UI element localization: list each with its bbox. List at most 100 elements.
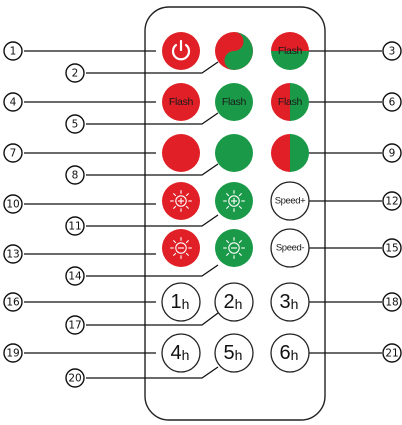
callout-number: 7 bbox=[10, 148, 17, 160]
button-face bbox=[271, 134, 309, 172]
callout-18: 18 bbox=[382, 292, 402, 312]
callout-circle bbox=[3, 194, 23, 214]
callout-number: 21 bbox=[385, 348, 398, 360]
button-face bbox=[162, 83, 200, 121]
button-label: Flash bbox=[222, 96, 247, 108]
sun-minus-icon bbox=[170, 237, 192, 259]
red-green-split-button[interactable] bbox=[271, 134, 309, 172]
callout-1: 1 bbox=[3, 41, 23, 61]
callout-number: 1 bbox=[10, 46, 17, 58]
button-face bbox=[215, 83, 253, 121]
callout-2: 2 bbox=[65, 63, 85, 83]
sun-plus-icon bbox=[223, 190, 245, 212]
timer-6h-button[interactable]: 6h bbox=[270, 333, 310, 373]
callout-number: 18 bbox=[385, 297, 398, 309]
callout-circle bbox=[382, 143, 402, 163]
callout-14: 14 bbox=[65, 266, 85, 286]
button-label: Speed- bbox=[276, 243, 304, 254]
callout-6: 6 bbox=[382, 92, 402, 112]
flash-red-button[interactable]: Flash bbox=[162, 83, 200, 121]
callout-number: 4 bbox=[10, 97, 17, 109]
callout-circle bbox=[382, 238, 402, 258]
callout-13: 13 bbox=[3, 244, 23, 264]
callout-circle bbox=[3, 244, 23, 264]
flash-alternate-button[interactable]: Flash bbox=[271, 83, 309, 121]
callout-number: 5 bbox=[72, 119, 79, 131]
leader-lines bbox=[24, 50, 382, 379]
red-brightness-down-button[interactable] bbox=[162, 229, 200, 267]
callout-11: 11 bbox=[65, 216, 85, 236]
button-label: 1h bbox=[171, 291, 190, 313]
timer-2h-button[interactable]: 2h bbox=[214, 282, 254, 322]
button-label: 5h bbox=[224, 342, 243, 364]
timer-4h-button[interactable]: 4h bbox=[161, 333, 201, 373]
callout-number: 6 bbox=[389, 97, 396, 109]
callout-number: 19 bbox=[6, 348, 19, 360]
button-label: 3h bbox=[280, 291, 299, 313]
callout-circle bbox=[382, 191, 402, 211]
callout-17: 17 bbox=[65, 315, 85, 335]
callout-number: 10 bbox=[6, 199, 19, 211]
timer-1h-button[interactable]: 1h bbox=[161, 282, 201, 322]
button-face bbox=[215, 134, 253, 172]
button-label: 6h bbox=[280, 342, 299, 364]
red-brightness-up-button[interactable] bbox=[162, 182, 200, 220]
button-face bbox=[161, 333, 201, 373]
timer-5h-button[interactable]: 5h bbox=[214, 333, 254, 373]
callout-number: 20 bbox=[68, 373, 81, 385]
callout-number: 14 bbox=[68, 271, 82, 283]
button-face bbox=[271, 32, 309, 70]
speed-up-button[interactable]: Speed+ bbox=[270, 181, 310, 221]
callout-circle bbox=[65, 114, 85, 134]
button-face bbox=[270, 282, 310, 322]
button-face bbox=[270, 228, 310, 268]
button-face bbox=[214, 282, 254, 322]
sun-minus-icon bbox=[223, 237, 245, 259]
callout-circle bbox=[65, 266, 85, 286]
callout-number: 2 bbox=[72, 68, 79, 80]
callout-number: 12 bbox=[385, 196, 398, 208]
button-face bbox=[270, 333, 310, 373]
callout-circle bbox=[3, 92, 23, 112]
button-face bbox=[162, 134, 200, 172]
callout-number: 17 bbox=[68, 320, 81, 332]
green-brightness-up-button[interactable] bbox=[215, 182, 253, 220]
callout-21: 21 bbox=[382, 343, 402, 363]
callout-circle bbox=[65, 165, 85, 185]
callout-3: 3 bbox=[382, 41, 402, 61]
red-green-button[interactable] bbox=[215, 32, 253, 70]
button-label: 4h bbox=[171, 342, 190, 364]
callout-4: 4 bbox=[3, 92, 23, 112]
callout-circle bbox=[382, 292, 402, 312]
button-label: 2h bbox=[224, 291, 243, 313]
speed-down-button[interactable]: Speed- bbox=[270, 228, 310, 268]
callout-number: 3 bbox=[389, 46, 396, 58]
yin-yang-icon bbox=[224, 32, 253, 70]
callout-12: 12 bbox=[382, 191, 402, 211]
flash-green-button[interactable]: Flash bbox=[215, 83, 253, 121]
callout-circle bbox=[3, 343, 23, 363]
callout-9: 9 bbox=[382, 143, 402, 163]
callout-number: 9 bbox=[389, 148, 396, 160]
red-button[interactable] bbox=[162, 134, 200, 172]
button-label: Flash bbox=[169, 96, 194, 108]
callout-number: 16 bbox=[6, 297, 20, 309]
callout-circle bbox=[382, 41, 402, 61]
callout-15: 15 bbox=[382, 238, 402, 258]
power-icon bbox=[171, 39, 191, 61]
callout-19: 19 bbox=[3, 343, 23, 363]
callout-circle bbox=[3, 143, 23, 163]
timer-3h-button[interactable]: 3h bbox=[270, 282, 310, 322]
green-button[interactable] bbox=[215, 134, 253, 172]
green-brightness-down-button[interactable] bbox=[215, 229, 253, 267]
callout-number: 11 bbox=[68, 221, 81, 233]
callout-circle bbox=[65, 315, 85, 335]
callout-7: 7 bbox=[3, 143, 23, 163]
power-button[interactable] bbox=[162, 32, 200, 70]
button-face bbox=[215, 32, 253, 70]
callout-circle bbox=[65, 63, 85, 83]
flash-red-green-button[interactable]: Flash bbox=[271, 32, 309, 70]
button-face bbox=[270, 181, 310, 221]
